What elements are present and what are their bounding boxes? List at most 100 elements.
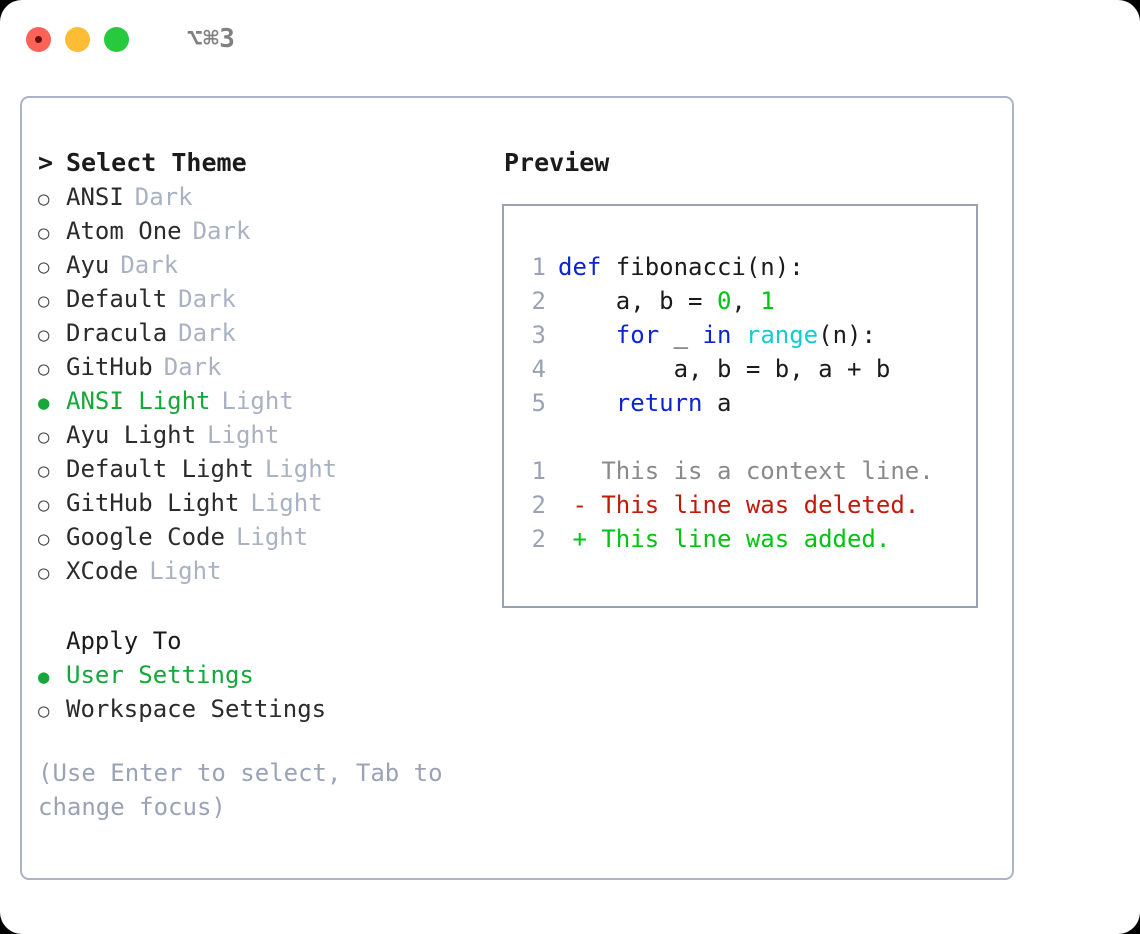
theme-option-variant-tag: Light — [250, 489, 323, 517]
code-line-content: - This line was deleted. — [558, 488, 919, 522]
theme-option-variant-tag: Dark — [178, 319, 236, 347]
code-token-num: 1 — [760, 287, 775, 315]
radio-unselected-icon: ○ — [38, 290, 50, 312]
code-token-kw: in — [702, 321, 732, 349]
theme-option-label: Google Code — [66, 523, 225, 551]
radio-unselected-icon: ○ — [38, 494, 50, 516]
theme-option-variant-tag: Light — [207, 421, 280, 449]
theme-option-label: Default Light — [66, 455, 254, 483]
line-number: 1 — [531, 457, 546, 485]
radio-unselected-icon: ○ — [38, 256, 50, 278]
code-line: 2 a, b = 0, 1 — [504, 284, 976, 318]
code-line: 3 for _ in range(n): — [504, 318, 976, 352]
code-line: 5 return a — [504, 386, 976, 420]
line-number: 2 — [531, 525, 546, 553]
code-token-txt: a — [702, 389, 732, 417]
line-number: 1 — [531, 253, 546, 281]
code-line-content: a, b = b, a + b — [558, 352, 891, 386]
code-token-txt: fibonacci(n): — [601, 253, 804, 281]
theme-option-variant-tag: Dark — [178, 285, 236, 313]
apply-to-heading: Apply To — [66, 627, 182, 655]
keyboard-hint: (Use Enter to select, Tab to change focu… — [38, 759, 458, 821]
radio-unselected-icon: ○ — [38, 426, 50, 448]
code-token-kw: return — [615, 389, 703, 417]
theme-option-ansi[interactable]: ○ ANSI Dark — [38, 180, 492, 214]
theme-option-dracula[interactable]: ○ Dracula Dark — [38, 316, 492, 350]
code-line: 2 - This line was deleted. — [504, 488, 976, 522]
theme-option-ayu[interactable]: ○ Ayu Dark — [38, 248, 492, 282]
radio-unselected-icon: ○ — [38, 188, 50, 210]
code-line-content: a, b = 0, 1 — [558, 284, 775, 318]
line-number — [520, 420, 546, 454]
code-token-add: + This line was added. — [558, 525, 891, 553]
minimize-button[interactable] — [65, 26, 90, 52]
line-number: 4 — [531, 355, 546, 383]
code-token-kw: for — [615, 321, 660, 349]
code-line: 1 def fibonacci(n): — [504, 250, 976, 284]
apply-to-list[interactable]: ●User Settings ○ Workspace Settings — [38, 658, 492, 726]
theme-option-variant-tag: Light — [221, 387, 294, 415]
theme-option-label: Ayu Light — [66, 421, 197, 449]
line-number: 5 — [531, 389, 546, 417]
theme-option-label: Atom One — [66, 217, 182, 245]
radio-unselected-icon: ○ — [38, 528, 50, 550]
theme-option-label: XCode — [66, 557, 139, 585]
theme-option-xcode[interactable]: ○ XCode Light — [38, 554, 492, 588]
code-token-txt: a, b = — [558, 287, 717, 315]
radio-selected-icon: ● — [38, 392, 50, 414]
apply-to-section: Apply To ●User Settings ○ Workspace Settin… — [38, 624, 492, 726]
zoom-button[interactable] — [104, 26, 129, 52]
theme-option-variant-tag: Light — [264, 455, 338, 483]
theme-option-ayu-light[interactable]: ○ Ayu Light Light — [38, 418, 492, 452]
theme-option-label: Dracula — [66, 319, 168, 347]
code-token-fn: range — [745, 321, 819, 349]
code-token-kw: def — [558, 253, 602, 281]
code-token-txt: _ — [659, 321, 703, 349]
theme-option-label: GitHub — [66, 353, 153, 381]
theme-option-variant-tag: Light — [149, 557, 222, 585]
code-token-txt: , — [731, 287, 761, 315]
radio-unselected-icon: ○ — [38, 324, 50, 346]
theme-option-variant-tag: Dark — [120, 251, 179, 279]
title-bar: ⌥⌘3 — [0, 0, 1140, 78]
code-token-txt — [731, 321, 745, 349]
radio-unselected-icon: ○ — [38, 222, 50, 244]
theme-option-label: ANSI — [66, 183, 124, 211]
apply-to-option-workspace-settings[interactable]: ○ Workspace Settings — [38, 692, 492, 726]
code-token-txt: (n): — [818, 321, 876, 349]
code-token-del: - This line was deleted. — [558, 491, 920, 519]
theme-option-label: Ayu — [66, 251, 110, 279]
line-number: 3 — [531, 321, 546, 349]
code-line: 4 a, b = b, a + b — [504, 352, 976, 386]
line-number: 2 — [531, 491, 546, 519]
code-line-content: for _ in range(n): — [558, 318, 876, 352]
traffic-lights — [26, 26, 129, 52]
apply-to-option-user-settings[interactable]: ●User Settings — [38, 658, 492, 692]
theme-option-github[interactable]: ○ GitHub Dark — [38, 350, 492, 384]
code-token-txt — [558, 321, 616, 349]
code-line — [504, 420, 976, 454]
prompt-marker: > — [38, 148, 54, 177]
code-line: 1 This is a context line. — [504, 454, 976, 488]
radio-unselected-icon: ○ — [38, 562, 50, 584]
apply-to-option-label: Workspace Settings — [66, 695, 327, 723]
apply-to-option-label: User Settings — [66, 661, 254, 689]
theme-option-variant-tag: Dark — [134, 183, 193, 211]
code-token-ctx: This is a context line. — [558, 457, 934, 485]
close-button[interactable] — [26, 26, 51, 52]
page-title: >Select Theme — [38, 146, 492, 180]
code-token-num: 0 — [716, 287, 732, 315]
radio-unselected-icon: ○ — [38, 358, 50, 380]
code-line-content: def fibonacci(n): — [558, 250, 804, 284]
radio-unselected-icon: ○ — [38, 700, 50, 722]
theme-option-variant-tag: Dark — [163, 353, 222, 381]
